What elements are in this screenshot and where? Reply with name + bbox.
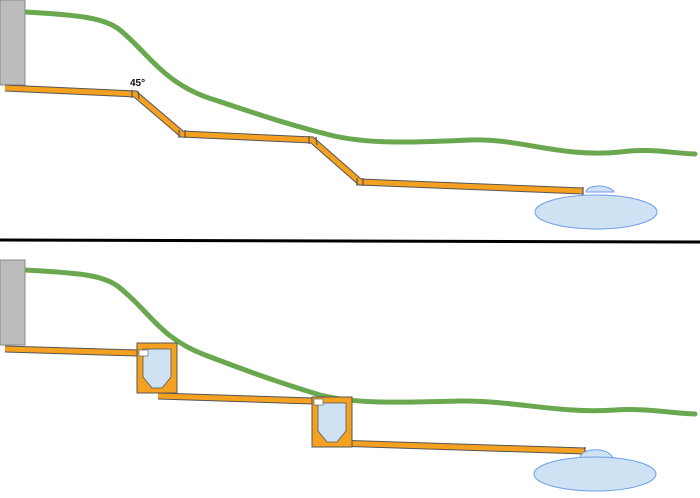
top-drain-pipe-fill [4,85,584,194]
bottom-soakaway-pond [533,449,657,492]
pipe-joint [315,136,318,146]
top-house-wall [0,0,26,86]
panel-divider [0,238,700,244]
top-ground-line [22,9,698,157]
drop-chamber-1 [136,342,178,394]
drop-chamber-2 [311,396,353,448]
bottom-ground-line [22,267,698,417]
bottom-panel [0,259,698,492]
angle-label: 45° [130,78,145,89]
top-panel: 45° [0,0,698,230]
bottom-house-wall [0,259,26,346]
top-pipe-joints [131,90,584,195]
pipe-joint [137,90,140,100]
top-soakaway-pond [534,185,658,230]
